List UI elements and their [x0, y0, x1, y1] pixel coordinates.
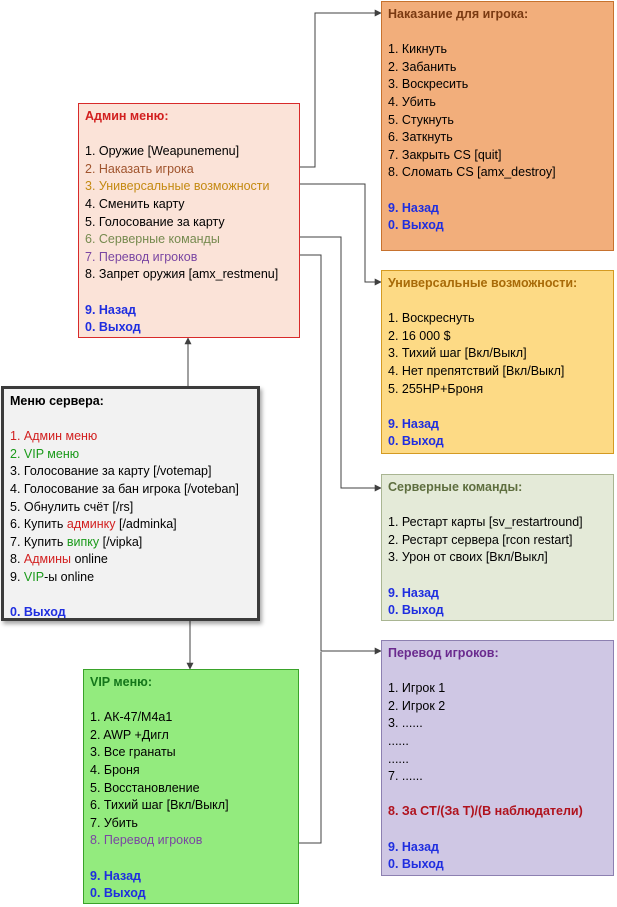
- server-menu-item-vips-online-suffix: -ы online: [44, 569, 95, 584]
- universal-menu-box: Универсальные возможности: 1. Воскреснут…: [381, 270, 614, 454]
- server-menu-item-admins-online-suffix: online: [71, 552, 108, 567]
- transfer-menu-title: Перевод игроков:: [388, 646, 499, 660]
- admin-menu-item-map-vote[interactable]: 5. Голосование за карту: [85, 214, 225, 229]
- transfer-menu-exit[interactable]: 0. Выход: [388, 857, 444, 872]
- server-menu-item-vip[interactable]: 2. VIP меню: [10, 446, 80, 461]
- vip-menu-item-transfer[interactable]: 8. Перевод игроков: [90, 833, 203, 848]
- server-menu-item-admin[interactable]: 1. Админ меню: [10, 429, 98, 444]
- server-commands-menu-back[interactable]: 9. Назад: [388, 585, 439, 600]
- punish-menu-item-slap[interactable]: 5. Стукнуть: [388, 112, 454, 127]
- punish-menu-box: Наказание для игрока: 1. Кикнуть 2. Заба…: [381, 1, 614, 251]
- admin-menu-item-punish[interactable]: 2. Наказать игрока: [85, 161, 194, 176]
- admin-menu-item-change-map[interactable]: 4. Сменить карту: [85, 196, 185, 211]
- universal-menu-back[interactable]: 9. Назад: [388, 416, 439, 431]
- server-menu-item-buy-admin-highlight: админку: [66, 517, 116, 532]
- server-menu-item-admins-online-prefix: 8.: [10, 552, 24, 567]
- punish-menu-item-kick[interactable]: 1. Кикнуть: [388, 42, 448, 57]
- punish-menu-item-revive[interactable]: 3. Воскресить: [388, 77, 469, 92]
- transfer-menu-item-player-7[interactable]: 7. ......: [388, 769, 423, 784]
- server-menu-title: Меню сервера:: [10, 394, 104, 408]
- admin-menu-item-weapons[interactable]: 1. Оружие [Weapunemenu]: [85, 144, 240, 159]
- vip-menu-exit[interactable]: 0. Выход: [90, 886, 146, 901]
- vip-menu-box: VIP меню: 1. АК-47/M4a1 2. AWP +Дигл 3. …: [83, 669, 299, 904]
- vip-menu-back[interactable]: 9. Назад: [90, 868, 141, 883]
- punish-menu-item-ban[interactable]: 2. Забанить: [388, 59, 457, 74]
- server-commands-menu-title: Серверные команды:: [388, 480, 523, 494]
- server-commands-menu-exit[interactable]: 0. Выход: [388, 603, 444, 618]
- admin-menu-item-universal[interactable]: 3. Универсальные возможности: [85, 179, 270, 194]
- universal-menu-item-respawn[interactable]: 1. Воскреснуть: [388, 311, 475, 326]
- server-menu-box: Меню сервера: 1. Админ меню 2. VIP меню …: [1, 386, 260, 621]
- universal-menu-item-money[interactable]: 2. 16 000 $: [388, 328, 451, 343]
- punish-menu-back[interactable]: 9. Назад: [388, 200, 439, 215]
- server-menu-item-reset-score[interactable]: 5. Обнулить счёт [/rs]: [10, 499, 134, 514]
- punish-menu-item-gag[interactable]: 6. Заткнуть: [388, 130, 453, 145]
- transfer-menu-item-player-1[interactable]: 1. Игрок 1: [388, 681, 446, 696]
- server-commands-item-friendly-fire[interactable]: 3. Урон от своих [Вкл/Выкл]: [388, 550, 548, 565]
- universal-menu-title: Универсальные возможности:: [388, 276, 578, 290]
- vip-menu-item-rifles[interactable]: 1. АК-47/M4a1: [90, 710, 173, 725]
- server-menu-item-admins-online-highlight: Админы: [23, 552, 72, 567]
- universal-menu-exit[interactable]: 0. Выход: [388, 434, 444, 449]
- server-menu-item-buy-vip-suffix: [/vipka]: [99, 534, 143, 549]
- transfer-menu-item-ellipsis-2: ......: [388, 751, 409, 766]
- server-commands-item-restart-server[interactable]: 2. Рестарт сервера [rcon restart]: [388, 532, 573, 547]
- transfer-menu-item-player-3[interactable]: 3. ......: [388, 716, 423, 731]
- server-menu-item-voteban[interactable]: 4. Голосование за бан игрока [/voteban]: [10, 481, 239, 496]
- admin-menu-back[interactable]: 9. Назад: [85, 302, 136, 317]
- punish-menu-item-destroy[interactable]: 8. Сломать CS [amx_destroy]: [388, 165, 556, 180]
- server-menu-item-vips-online-highlight: VIP: [23, 569, 45, 584]
- server-menu-item-vips-online[interactable]: 9. VIP-ы online: [10, 569, 251, 587]
- transfer-menu-item-ellipsis-1: ......: [388, 733, 409, 748]
- admin-menu-item-transfer[interactable]: 7. Перевод игроков: [85, 249, 198, 264]
- admin-menu-box: Админ меню: 1. Оружие [Weapunemenu] 2. Н…: [78, 103, 300, 338]
- vip-menu-item-armor[interactable]: 4. Броня: [90, 762, 140, 777]
- vip-menu-title: VIP меню:: [90, 675, 152, 689]
- universal-menu-item-noclip[interactable]: 4. Нет препятствий [Вкл/Выкл]: [388, 363, 565, 378]
- punish-menu-title: Наказание для игрока:: [388, 7, 529, 21]
- vip-menu-item-grenades[interactable]: 3. Все гранаты: [90, 745, 176, 760]
- server-menu-item-buy-admin-prefix: 6. Купить: [10, 517, 67, 532]
- transfer-menu-team-option[interactable]: 8. За CT/(За T)/(В наблюдатели): [388, 804, 583, 819]
- server-menu-exit[interactable]: 0. Выход: [10, 605, 66, 620]
- vip-menu-item-kill[interactable]: 7. Убить: [90, 815, 138, 830]
- transfer-menu-box: Перевод игроков: 1. Игрок 1 2. Игрок 2 3…: [381, 640, 614, 876]
- server-menu-item-buy-admin-suffix: [/adminka]: [115, 517, 177, 532]
- server-commands-item-restart-map[interactable]: 1. Рестарт карты [sv_restartround]: [388, 515, 583, 530]
- universal-menu-item-hp-armor[interactable]: 5. 255HP+Броня: [388, 381, 484, 396]
- vip-menu-item-awp[interactable]: 2. AWP +Дигл: [90, 727, 169, 742]
- server-menu-item-buy-vip-prefix: 7. Купить: [10, 534, 67, 549]
- server-menu-item-buy-vip-highlight: випку: [66, 534, 100, 549]
- transfer-menu-back[interactable]: 9. Назад: [388, 839, 439, 854]
- punish-menu-exit[interactable]: 0. Выход: [388, 218, 444, 233]
- vip-menu-item-silent-step[interactable]: 6. Тихий шаг [Вкл/Выкл]: [90, 798, 229, 813]
- admin-menu-title: Админ меню:: [85, 109, 169, 123]
- server-menu-item-buy-admin[interactable]: 6. Купить админку [/adminka]: [10, 516, 251, 534]
- server-menu-item-admins-online[interactable]: 8. Админы online: [10, 551, 251, 569]
- admin-menu-item-server-commands[interactable]: 6. Серверные команды: [85, 232, 220, 247]
- server-commands-menu-box: Серверные команды: 1. Рестарт карты [sv_…: [381, 474, 614, 621]
- admin-menu-item-weapon-ban[interactable]: 8. Запрет оружия [amx_restmenu]: [85, 267, 279, 282]
- universal-menu-item-silent-step[interactable]: 3. Тихий шаг [Вкл/Выкл]: [388, 346, 527, 361]
- server-menu-item-buy-vip[interactable]: 7. Купить випку [/vipka]: [10, 534, 251, 552]
- vip-menu-item-restore[interactable]: 5. Восстановление: [90, 780, 200, 795]
- server-menu-item-vips-online-prefix: 9.: [10, 569, 24, 584]
- punish-menu-item-quit[interactable]: 7. Закрыть CS [quit]: [388, 147, 502, 162]
- admin-menu-exit[interactable]: 0. Выход: [85, 320, 141, 335]
- connector-admin-to-universal: [280, 183, 382, 286]
- punish-menu-item-kill[interactable]: 4. Убить: [388, 94, 436, 109]
- server-menu-item-votemap[interactable]: 3. Голосование за карту [/votemap]: [10, 464, 212, 479]
- transfer-menu-item-player-2[interactable]: 2. Игрок 2: [388, 698, 446, 713]
